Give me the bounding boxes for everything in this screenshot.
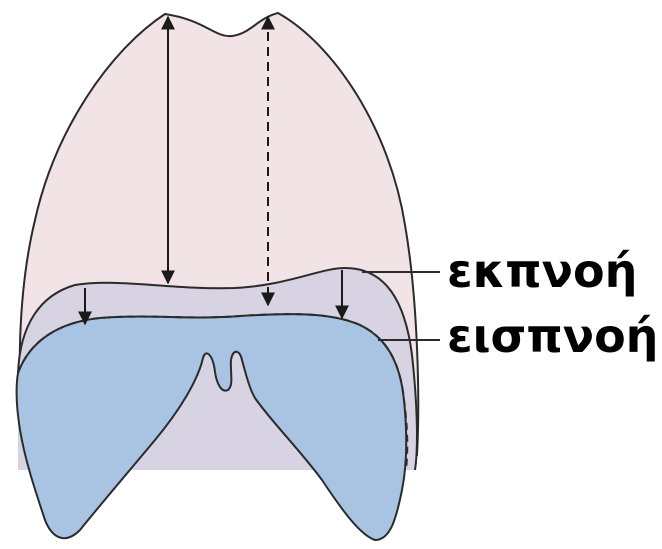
inhale-label: εισπνοή [447, 313, 658, 359]
exhale-label: εκπνοή [447, 248, 637, 294]
